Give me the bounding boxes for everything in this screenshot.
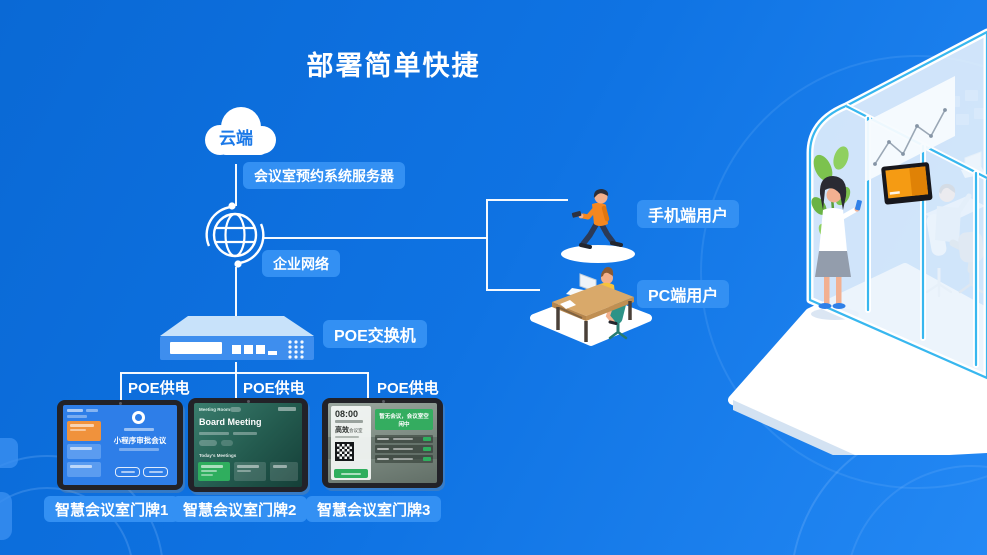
pc-user-illustration: [524, 258, 659, 350]
network-globe-icon: [202, 200, 268, 270]
schedule-card: [67, 444, 101, 459]
connector-drop-3: [367, 373, 369, 400]
connector-cloud-globe: [235, 164, 237, 206]
meeting-card: [270, 462, 298, 481]
section-title-2: Today's Meetings: [199, 453, 237, 458]
connector-mobile-user: [488, 199, 568, 201]
text-placeholder: [233, 432, 257, 435]
switch-label: POE交换机: [323, 320, 427, 348]
status-banner: 暂无会议，会议室空闲中: [375, 409, 433, 430]
cloud-shape: [205, 107, 276, 155]
device-label-2: 智慧会议室门牌2: [172, 496, 308, 522]
action-button: [221, 440, 233, 446]
door-sign-device-1: 小程序审批会议: [57, 400, 183, 490]
connector-drop-2: [235, 373, 237, 400]
pc-user-label: PC端用户: [637, 280, 730, 308]
door-sign-1-screen: 小程序审批会议: [63, 405, 177, 485]
connector-pc-user: [488, 289, 540, 291]
cloud-icon: 云端: [196, 100, 282, 162]
schedule-card-active: [67, 421, 101, 441]
poe-power-label-2: POE供电: [243, 380, 305, 397]
camera-dot: [119, 402, 122, 405]
meeting-title-2: Board Meeting: [199, 417, 262, 427]
wall-chart: [865, 76, 955, 182]
office-illustration: [715, 18, 987, 455]
cloud-label: 云端: [219, 129, 253, 148]
room-name-2: Meeting Room: [199, 407, 230, 412]
decor-shape: [0, 492, 12, 540]
door-sign-device-3: 08:00 高效会议室 暂无会议，会议室空闲中: [322, 398, 443, 488]
action-button: [143, 467, 168, 477]
device-label-1: 智慧会议室门牌1: [44, 496, 180, 522]
info-panel: 08:00 高效会议室: [331, 406, 371, 480]
meeting-card: [234, 462, 266, 481]
text-placeholder: [124, 428, 154, 431]
connector-switch-bus: [235, 362, 237, 373]
qr-code: [335, 442, 354, 461]
standing-woman: [815, 176, 862, 309]
door-sign-3-screen: 08:00 高效会议室 暂无会议，会议室空闲中: [328, 403, 437, 483]
door-sign-device-2: Meeting Room Board Meeting Today's Meeti…: [188, 398, 308, 492]
meeting-row: [375, 435, 433, 443]
connector-drop-1: [120, 373, 122, 401]
room-name-3: 高效会议室: [335, 427, 363, 434]
text-placeholder: [199, 432, 229, 435]
network-label: 企业网络: [262, 250, 340, 277]
decor-shape: [0, 438, 18, 468]
clock-placeholder: [278, 407, 296, 411]
meeting-row: [375, 455, 433, 463]
status-badge: [230, 407, 241, 412]
camera-dot: [247, 400, 250, 403]
meeting-card-active: [198, 462, 230, 481]
meeting-title-1: 小程序审批会议: [113, 436, 167, 445]
mobile-user-illustration: [548, 186, 648, 266]
poe-switch-device: [158, 314, 316, 364]
wall-door-sign-tablet: [881, 162, 933, 205]
clock-3: 08:00: [335, 409, 359, 419]
text-placeholder: [86, 409, 98, 412]
device-label-3: 智慧会议室门牌3: [306, 496, 442, 522]
connector-globe-users: [264, 237, 487, 239]
date-placeholder: [335, 420, 363, 423]
schedule-card: [67, 462, 101, 477]
text-placeholder: [119, 448, 159, 451]
page-title: 部署简单快捷: [306, 51, 481, 81]
meeting-row: [375, 445, 433, 453]
connector-globe-switch: [235, 267, 237, 317]
text-placeholder: [335, 436, 359, 438]
door-sign-2-screen: Meeting Room Board Meeting Today's Meeti…: [194, 403, 302, 487]
action-button: [199, 440, 217, 446]
poe-power-label-3: POE供电: [377, 380, 439, 397]
camera-dot: [381, 400, 385, 403]
text-placeholder: [67, 415, 87, 418]
action-button: [115, 467, 140, 477]
poe-power-label-1: POE供电: [128, 380, 190, 397]
connector-bus: [120, 372, 369, 374]
text-placeholder: [67, 409, 83, 412]
reserve-button: [334, 469, 368, 478]
room-logo: [132, 411, 145, 424]
mobile-user-label: 手机端用户: [637, 200, 740, 228]
connector-users-vertical: [486, 199, 488, 291]
server-label: 会议室预约系统服务器: [243, 162, 405, 189]
